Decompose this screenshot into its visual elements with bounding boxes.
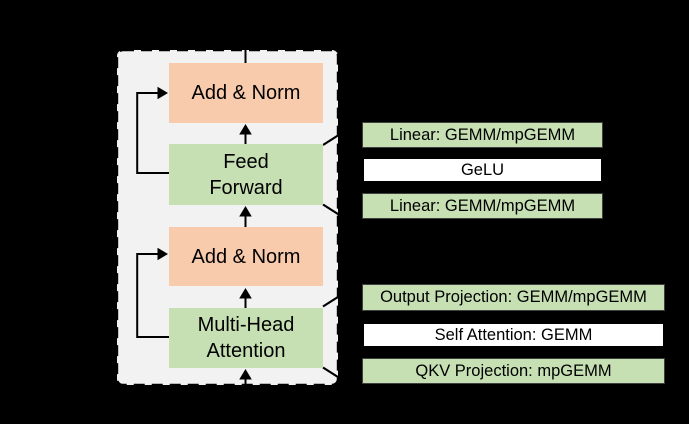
- callout-line-ff-top: [322, 133, 341, 146]
- ffn-op-gelu: GeLU: [362, 157, 603, 183]
- multi-head-attention-label: Multi-Head Attention: [197, 314, 295, 362]
- callout-line-ff-bottom: [322, 203, 341, 216]
- add-norm-1-label: Add & Norm: [191, 82, 301, 104]
- residual-connection-1-arrow-icon: [157, 86, 168, 100]
- ffn-op-linear-2: Linear: GEMM/mpGEMM: [362, 193, 603, 219]
- residual-connection-2-arrow-icon: [157, 247, 168, 261]
- attn-op-qkv-projection-label: QKV Projection: mpGEMM: [415, 361, 612, 380]
- ffn-op-linear-1-label: Linear: GEMM/mpGEMM: [389, 125, 576, 144]
- transformer-layer-panel: [115, 48, 340, 387]
- attn-op-self-attention-label: Self Attention: GEMM: [434, 325, 593, 344]
- attn-op-output-projection: Output Projection: GEMM/mpGEMM: [362, 284, 665, 311]
- attn-op-output-projection-label: Output Projection: GEMM/mpGEMM: [380, 288, 647, 307]
- ffn-op-linear-1: Linear: GEMM/mpGEMM: [362, 122, 603, 148]
- arrow-mha-to-addnorm2-head-icon: [239, 288, 252, 299]
- attn-op-self-attention: Self Attention: GEMM: [362, 322, 665, 348]
- add-norm-2-label: Add & Norm: [191, 245, 301, 268]
- add-norm-2-block: Add & Norm: [169, 227, 323, 286]
- add-norm-1-block: Add & Norm: [169, 63, 323, 123]
- feed-forward-label: Feed Forward: [209, 150, 283, 199]
- arrow-addnorm2-to-ff-head-icon: [239, 206, 252, 217]
- input-arrow-head-icon: [239, 369, 252, 380]
- attn-op-qkv-projection: QKV Projection: mpGEMM: [362, 358, 665, 384]
- callout-line-mha-top: [322, 295, 341, 308]
- residual-connection-2: [136, 253, 169, 338]
- ffn-op-gelu-label: GeLU: [460, 160, 505, 179]
- multi-head-attention-block: Multi-Head Attention: [169, 308, 323, 368]
- arrow-ff-to-addnorm1-head-icon: [239, 124, 252, 135]
- residual-connection-1: [136, 92, 169, 174]
- feed-forward-block: Feed Forward: [169, 144, 323, 205]
- callout-line-mha-bottom: [322, 366, 341, 379]
- ffn-op-linear-2-label: Linear: GEMM/mpGEMM: [389, 196, 576, 215]
